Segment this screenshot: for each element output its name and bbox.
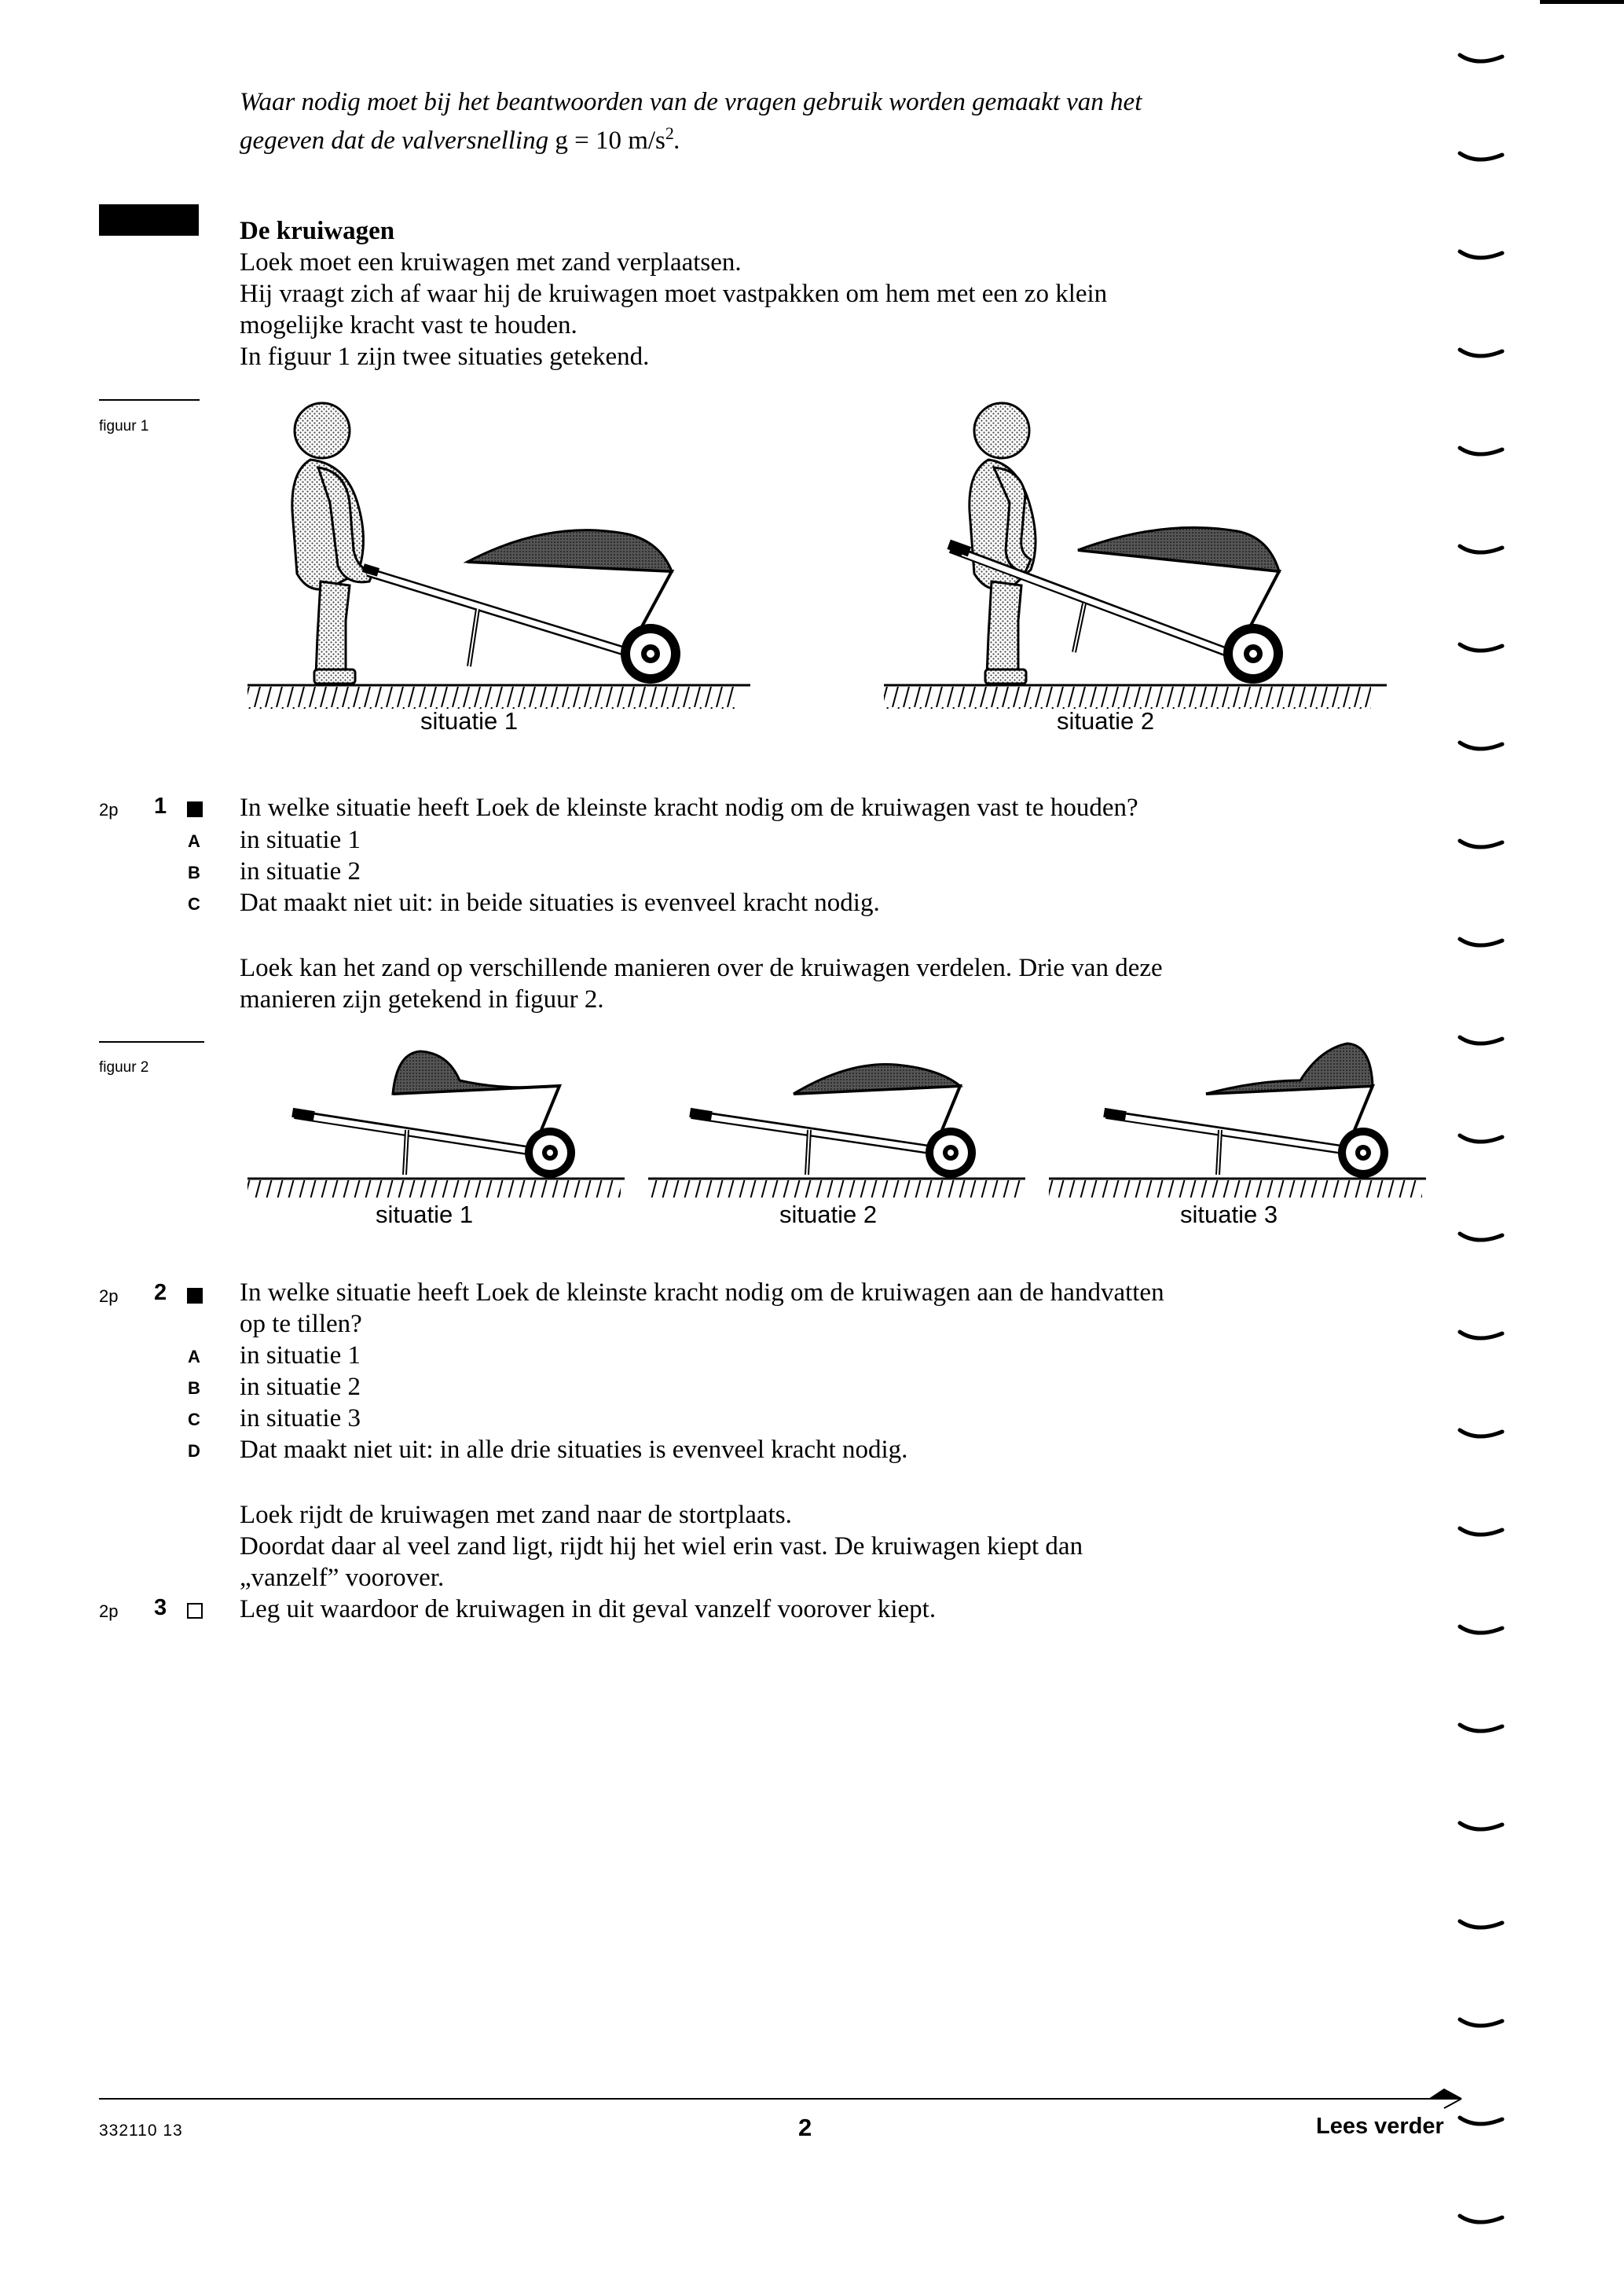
question-2-option-c: in situatie 3 (240, 1404, 361, 1432)
handle-grip (291, 1107, 315, 1121)
section-line-3: mogelijke kracht vast te houden. (240, 311, 577, 339)
section-title: De kruiwagen (240, 217, 395, 245)
handle-grip (1103, 1107, 1127, 1121)
lees-verder: Lees verder (1316, 2114, 1444, 2139)
after-line-1: Loek rijdt de kruiwagen met zand naar de… (240, 1501, 792, 1529)
wheelbarrow-handle (961, 550, 1239, 659)
question-2-text: In welke situatie heeft Loek de kleinste… (240, 1277, 1355, 1340)
between-line-2: manieren zijn getekend in figuur 2. (240, 985, 604, 1014)
question-3-text: Leg uit waardoor de kruiwagen in dit gev… (240, 1595, 937, 1623)
question-2-text-line-2: op te tillen? (240, 1310, 362, 1338)
person-shoe (984, 668, 1028, 685)
sand-heap (391, 1050, 560, 1095)
footer-arrow-icon (1427, 2088, 1462, 2109)
top-right-tick (1540, 0, 1624, 4)
question-1-option-a: in situatie 1 (240, 826, 361, 854)
question-1-text: In welke situatie heeft Loek de kleinste… (240, 794, 1138, 822)
figure-2-situation-1-label: situatie 1 (376, 1201, 474, 1228)
after-line-3: „vanzelf” voorover. (240, 1564, 445, 1592)
ground-hatch (884, 687, 1371, 709)
section-marker (99, 204, 199, 236)
section-line-1: Loek moet een kruiwagen met zand verplaa… (240, 248, 742, 277)
question-3-points: 2p (99, 1601, 119, 1621)
figure-1-rule (99, 399, 200, 401)
question-2-option-d-letter: D (188, 1441, 200, 1461)
wheelbarrow-handle (710, 1114, 951, 1156)
question-2-points: 2p (99, 1286, 119, 1306)
intro-line-1: Waar nodig moet bij het beantwoorden van… (240, 88, 1142, 116)
ground-hatch (1049, 1180, 1422, 1198)
question-3-number: 3 (154, 1595, 167, 1620)
question-2-option-a-letter: A (188, 1347, 200, 1366)
intro-line-2: gegeven dat de valversnelling g = 10 m/s… (240, 123, 681, 155)
figure-2-drawing (247, 1042, 1426, 1198)
wheelbarrow-handle (1124, 1114, 1364, 1156)
question-3-marker (187, 1603, 203, 1619)
question-2-option-d: Dat maakt niet uit: in alle drie situati… (240, 1436, 908, 1464)
between-paragraph: Loek kan het zand op verschillende manie… (240, 952, 1355, 1015)
question-1-option-c-letter: C (188, 894, 200, 914)
question-2-marker (187, 1288, 203, 1304)
figure-2-situation-3-label: situatie 3 (1180, 1201, 1278, 1228)
person-shoe (313, 668, 357, 685)
person-head (973, 402, 1031, 460)
figure-2-situation-1 (247, 1050, 625, 1198)
figure-1-label: figuur 1 (99, 418, 149, 435)
question-1-number: 1 (154, 794, 167, 819)
section-line-4: In figuur 1 zijn twee situaties getekend… (240, 343, 650, 371)
question-2-option-b: in situatie 2 (240, 1373, 361, 1401)
question-1-marker (187, 801, 203, 817)
sand-heap (793, 1062, 963, 1095)
figure-2-situation-2 (648, 1062, 1025, 1198)
after-line-2: Doordat daar al veel zand ligt, rijdt hi… (240, 1532, 1083, 1561)
figure-2-rule (99, 1041, 204, 1043)
figure-1-situation-1-label: situatie 1 (420, 707, 519, 735)
question-2-option-a: in situatie 1 (240, 1341, 361, 1370)
question-2-text-line-1: In welke situatie heeft Loek de kleinste… (240, 1278, 1164, 1307)
sand-heap (463, 529, 674, 573)
after-paragraph: Loek rijdt de kruiwagen met zand naar de… (240, 1499, 1355, 1594)
question-2-option-b-letter: B (188, 1378, 200, 1398)
ground-hatch (247, 687, 735, 709)
handle-grip (689, 1107, 713, 1121)
figure-2-situation-3 (1049, 1042, 1426, 1198)
question-1-points: 2p (99, 800, 119, 820)
binding-marks (1457, 53, 1505, 2224)
section-kruiwagen: De kruiwagen Loek moet een kruiwagen met… (240, 215, 1340, 372)
handle-grip (947, 539, 972, 557)
question-2-number: 2 (154, 1280, 167, 1305)
question-1-option-b-letter: B (188, 863, 200, 882)
person-arm (316, 466, 376, 584)
ground-hatch (648, 1180, 1021, 1198)
handle-grip (361, 563, 380, 577)
figure-1-situation-2-label: situatie 2 (1057, 707, 1155, 735)
intro-note: Waar nodig moet bij het beantwoorden van… (240, 86, 1324, 156)
figure-1-drawing (247, 402, 1387, 709)
figure-2-label: figuur 2 (99, 1059, 149, 1076)
wheelbarrow-handle (366, 569, 642, 659)
question-1-option-a-letter: A (188, 831, 200, 851)
footer-code: 332110 13 (99, 2122, 183, 2140)
question-1-option-b: in situatie 2 (240, 857, 361, 886)
question-1-option-c: Dat maakt niet uit: in beide situaties i… (240, 889, 880, 917)
person-head (293, 402, 351, 460)
figure-2-situation-2-label: situatie 2 (779, 1201, 878, 1228)
page-number: 2 (798, 2114, 812, 2141)
figure-1-situation-1 (247, 402, 750, 709)
figure-1-situation-2 (884, 402, 1387, 709)
footer-rule (99, 2098, 1450, 2100)
question-2-option-c-letter: C (188, 1410, 200, 1429)
wheelbarrow-handle (312, 1114, 543, 1156)
sand-heap (1205, 1042, 1374, 1095)
section-line-2: Hij vraagt zich af waar hij de kruiwagen… (240, 280, 1108, 308)
between-line-1: Loek kan het zand op verschillende manie… (240, 954, 1163, 982)
sand-heap (1077, 526, 1281, 573)
ground-hatch (247, 1180, 621, 1198)
person-arm (992, 466, 1032, 574)
